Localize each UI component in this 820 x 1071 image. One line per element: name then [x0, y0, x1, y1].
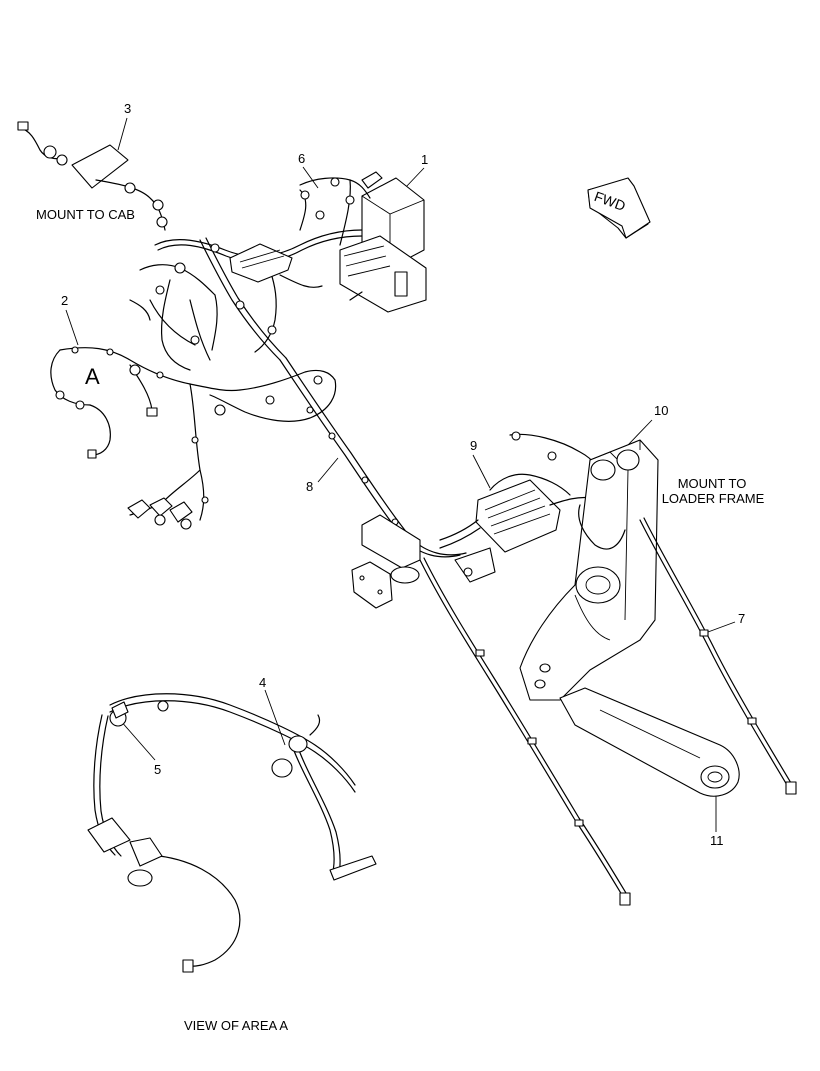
main-harness [279, 357, 467, 558]
loader-frame-label-line2: LOADER FRAME [661, 491, 765, 506]
callout-2: 2 [61, 293, 69, 308]
callout-5: 5 [154, 762, 162, 777]
callout-9: 9 [470, 438, 478, 453]
frame-harness-right [639, 517, 797, 795]
callout-7: 7 [738, 611, 746, 626]
mount-to-cab-label: MOUNT TO CAB [36, 207, 135, 222]
callout-10: 10 [654, 403, 669, 418]
fwd-arrow-icon [587, 177, 651, 239]
callout-3: 3 [124, 101, 132, 116]
callout-11: 11 [710, 833, 724, 848]
cab-bracket [17, 121, 168, 231]
junction-block [439, 431, 600, 553]
loader-frame [519, 439, 740, 797]
frame-harness-lower [419, 557, 631, 906]
area-a-detail [87, 693, 377, 973]
cab-harness [50, 171, 383, 530]
callout-6: 6 [298, 151, 306, 166]
callout-8: 8 [306, 479, 314, 494]
callout-4: 4 [259, 675, 267, 690]
frame-brackets [351, 514, 496, 609]
area-a-marker: A [85, 364, 100, 389]
callout-leaders [65, 117, 736, 832]
callout-1: 1 [421, 152, 429, 167]
view-of-area-label: VIEW OF AREA A [184, 1018, 289, 1033]
mount-to-label-line1: MOUNT TO [677, 476, 747, 491]
control-module [339, 177, 427, 313]
